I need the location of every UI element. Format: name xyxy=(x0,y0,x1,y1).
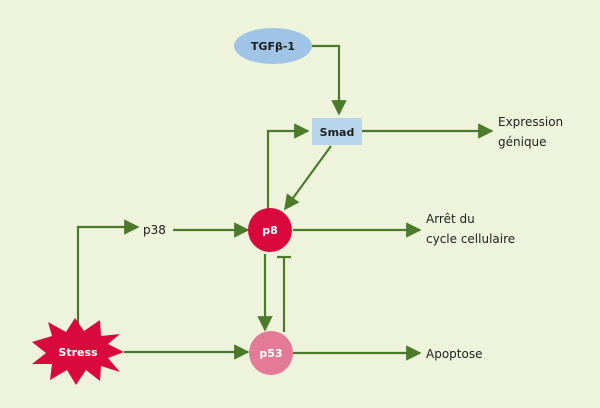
edge-p8-to-smad xyxy=(266,123,310,210)
node-p8: p8 xyxy=(248,208,292,252)
edge-tgf-to-smad xyxy=(312,44,347,116)
node-tgf-label: TGFβ-1 xyxy=(251,40,295,53)
label-arret-line2: cycle cellulaire xyxy=(426,232,515,246)
node-p53-label: p53 xyxy=(259,347,282,360)
node-stress: Stress xyxy=(32,318,124,385)
label-p38: p38 xyxy=(143,223,166,237)
node-smad: Smad xyxy=(312,118,362,145)
edge-stress-to-p38 xyxy=(76,219,140,325)
node-p8-label: p8 xyxy=(262,224,278,237)
label-expression-line2: génique xyxy=(498,135,547,149)
label-expression-line1: Expression xyxy=(498,115,563,129)
label-arret-line1: Arrêt du xyxy=(426,212,475,226)
node-tgf: TGFβ-1 xyxy=(234,28,312,64)
node-smad-label: Smad xyxy=(320,126,355,139)
label-apoptose: Apoptose xyxy=(426,347,482,361)
stress-starburst xyxy=(32,318,124,385)
node-stress-label: Stress xyxy=(58,346,98,359)
node-p53: p53 xyxy=(249,331,293,375)
edge-smad-to-p8 xyxy=(284,145,332,211)
